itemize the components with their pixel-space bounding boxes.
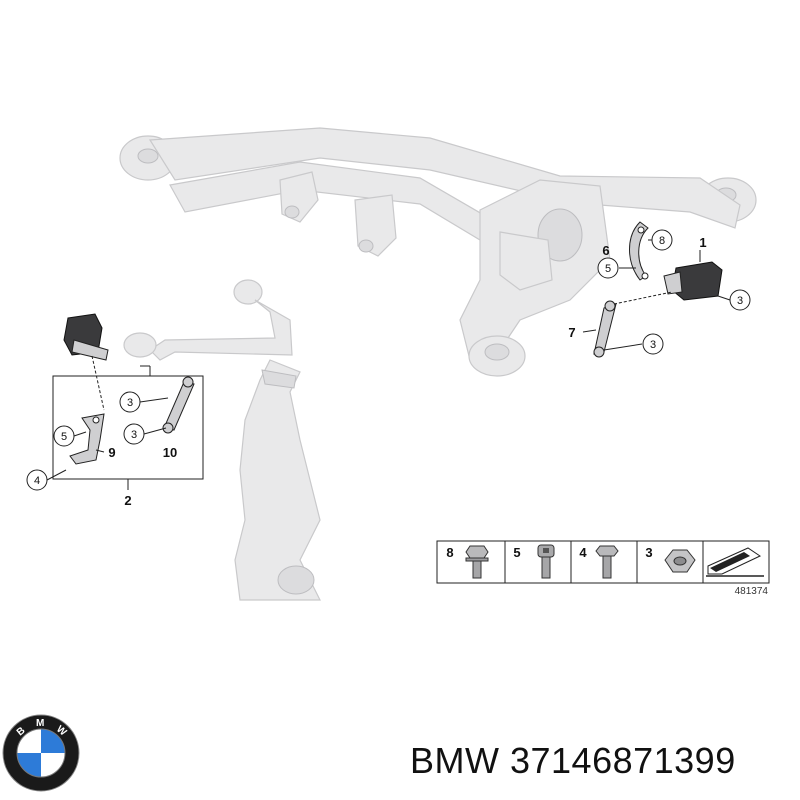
- link-rod-part-7: [593, 291, 673, 358]
- subframe-ghost: [119, 127, 757, 377]
- control-arm-ghost: [123, 279, 321, 601]
- hex-nut-icon: [664, 549, 696, 573]
- svg-text:3: 3: [737, 295, 743, 307]
- legend-item-5: 5: [513, 544, 555, 579]
- svg-text:6: 6: [602, 243, 609, 258]
- hex-bolt-icon: [595, 545, 619, 579]
- kit-frame-part-2: [52, 365, 204, 490]
- svg-text:3: 3: [127, 397, 133, 409]
- callout-6: 6: [602, 243, 609, 258]
- callout-7: 7: [568, 325, 575, 340]
- bracket-part-6: [629, 221, 649, 281]
- arrow-sheet-icon: [706, 547, 764, 577]
- link-rod-part-10: [162, 376, 195, 434]
- diagram-id: 481374: [735, 586, 769, 597]
- level-sensor-left: [63, 313, 109, 411]
- svg-text:5: 5: [605, 263, 611, 275]
- svg-text:10: 10: [163, 445, 177, 460]
- callout-10: 10: [163, 445, 177, 460]
- svg-text:7: 7: [568, 325, 575, 340]
- part-number-label: BMW 37146871399: [410, 740, 736, 781]
- callout-8-top: 8: [651, 229, 673, 251]
- svg-text:3: 3: [645, 545, 652, 560]
- svg-text:5: 5: [61, 431, 67, 443]
- callout-3-left-bottom: 3: [123, 423, 145, 445]
- callout-3-right-top: 3: [729, 289, 751, 311]
- fastener-legend: 8 5 4 3: [436, 540, 770, 597]
- legend-item-8: 8: [446, 545, 489, 579]
- legend-item-4: 4: [579, 545, 619, 579]
- callout-5-left: 5: [53, 425, 75, 447]
- callout-leaders: [46, 239, 731, 481]
- legend-item-3: 3: [645, 545, 696, 573]
- callout-2: 2: [124, 493, 131, 508]
- svg-text:2: 2: [124, 493, 131, 508]
- svg-text:M: M: [36, 718, 44, 729]
- svg-text:8: 8: [446, 545, 453, 560]
- callout-5-right: 5: [597, 257, 619, 279]
- bmw-roundel-logo: B M W: [2, 714, 80, 792]
- svg-text:3: 3: [650, 339, 656, 351]
- callout-1: 1: [699, 235, 706, 250]
- callout-4: 4: [26, 469, 48, 491]
- svg-text:3: 3: [131, 429, 137, 441]
- svg-text:9: 9: [108, 445, 115, 460]
- callout-3-left-top: 3: [119, 391, 141, 413]
- socket-cap-screw-icon: [537, 544, 555, 579]
- svg-text:8: 8: [659, 235, 665, 247]
- level-sensor-part-1: [663, 250, 723, 301]
- callout-3-right-bottom: 3: [642, 333, 664, 355]
- hex-flange-bolt-icon: [465, 545, 489, 579]
- svg-text:4: 4: [579, 545, 587, 560]
- svg-text:1: 1: [699, 235, 706, 250]
- callout-9: 9: [108, 445, 115, 460]
- svg-text:4: 4: [34, 475, 40, 487]
- bracket-part-9: [69, 413, 105, 465]
- svg-text:5: 5: [513, 545, 520, 560]
